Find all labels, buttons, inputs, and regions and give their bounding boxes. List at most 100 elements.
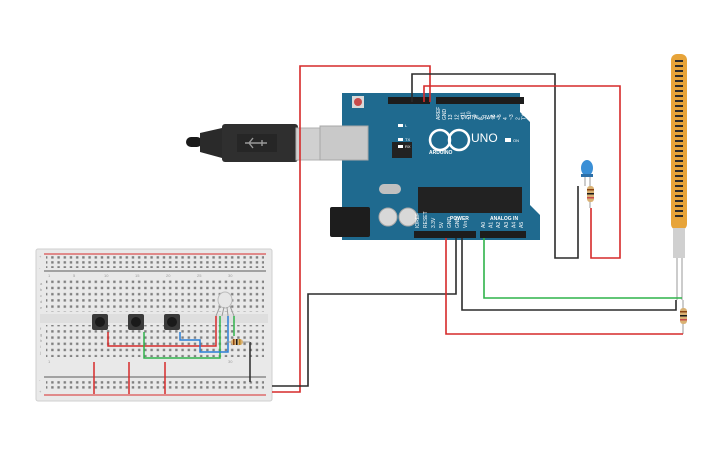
rail-plus-label-bottom: + bbox=[39, 389, 42, 394]
row-letter-a: a bbox=[40, 281, 43, 286]
power-header bbox=[414, 231, 476, 238]
digital-pin-label-13: 2 bbox=[515, 117, 521, 120]
rail-minus-label-bottom: - bbox=[39, 377, 41, 382]
column-number-5: 5 bbox=[73, 273, 76, 278]
power-pin-label-6: Vin bbox=[463, 221, 469, 228]
column-number-1: 1 bbox=[48, 273, 51, 278]
analog-pin-label-3: A3 bbox=[504, 222, 510, 228]
capacitor-1 bbox=[378, 207, 398, 227]
arduino-uno-board[interactable]: ARDUINO UNO DIGITAL (PWM~) POWER ANALOG … bbox=[319, 93, 540, 240]
row-letter-i: i bbox=[40, 344, 41, 349]
top-power-rail bbox=[46, 256, 264, 268]
rx-label: RX bbox=[405, 144, 411, 149]
blue-led[interactable] bbox=[581, 160, 593, 186]
capacitor-2 bbox=[398, 207, 418, 227]
digital-pin-label-4: ~11 bbox=[460, 112, 466, 120]
center-channel bbox=[40, 314, 268, 323]
digital-header-right bbox=[436, 97, 524, 104]
wire-green-a0-flex[interactable] bbox=[483, 238, 682, 299]
main-wires bbox=[272, 65, 683, 393]
row-letter-f: f bbox=[40, 326, 42, 331]
power-pin-label-0: IOREF bbox=[415, 213, 421, 228]
digital-pin-label-11: 4 bbox=[503, 117, 509, 120]
breadboard: + - - + 1 5 10 15 20 25 30 1 30 a b c d … bbox=[35, 248, 273, 402]
row-letter-b: b bbox=[40, 287, 43, 292]
flex-resistor[interactable] bbox=[680, 300, 687, 334]
on-led bbox=[505, 138, 511, 142]
digital-pin-label-5: ~10 bbox=[467, 111, 473, 120]
atmega-chip bbox=[418, 187, 522, 213]
digital-header-left bbox=[388, 97, 430, 104]
breadboard-resistor[interactable] bbox=[226, 339, 250, 345]
row-letter-g: g bbox=[40, 332, 42, 337]
digital-pin-label-15: RX←0 bbox=[528, 105, 534, 120]
analog-pin-label-2: A2 bbox=[496, 222, 502, 228]
analog-pin-label-5: A5 bbox=[519, 222, 525, 228]
reset-button[interactable] bbox=[354, 98, 362, 106]
column-number-10: 10 bbox=[104, 273, 109, 278]
column-number-30-bottom: 30 bbox=[228, 359, 233, 364]
digital-pin-label-2: 13 bbox=[448, 114, 454, 120]
power-pin-label-3: 5V bbox=[439, 221, 445, 228]
wire-black-gnd-breadboard[interactable] bbox=[272, 238, 457, 387]
digital-pin-label-9: ~6 bbox=[491, 114, 497, 120]
rgb-led[interactable] bbox=[215, 291, 235, 317]
power-header-label: POWER bbox=[450, 216, 469, 222]
usb-cable[interactable] bbox=[186, 124, 323, 162]
digital-pin-label-1: GND bbox=[442, 109, 448, 121]
row-letter-h: h bbox=[40, 338, 42, 343]
column-number-30: 30 bbox=[228, 273, 233, 278]
usb-cable-end bbox=[186, 137, 202, 147]
column-number-1-bottom: 1 bbox=[48, 359, 51, 364]
wire-red-5v-breadboard[interactable] bbox=[272, 65, 431, 393]
column-number-15: 15 bbox=[135, 273, 140, 278]
power-jack bbox=[330, 207, 370, 237]
board-name: UNO bbox=[471, 131, 498, 145]
wire-red-button1[interactable] bbox=[107, 316, 217, 347]
analog-pin-label-1: A1 bbox=[489, 222, 495, 228]
digital-pin-label-10: ~5 bbox=[497, 114, 503, 120]
column-number-20: 20 bbox=[166, 273, 171, 278]
usb-port bbox=[319, 125, 369, 161]
bottom-power-rail bbox=[46, 379, 264, 391]
digital-header-label: DIGITAL (PWM~) bbox=[461, 115, 500, 121]
breadboard-wires bbox=[93, 316, 251, 394]
analog-pin-label-0: A0 bbox=[481, 222, 487, 228]
digital-pin-label-8: 7 bbox=[485, 117, 491, 120]
wire-red-5v-flex[interactable] bbox=[445, 238, 683, 335]
l-led bbox=[398, 124, 403, 127]
power-pin-label-1: RESET bbox=[423, 211, 429, 228]
digital-pin-label-6: ~9 bbox=[473, 114, 479, 120]
row-letter-e: e bbox=[40, 305, 43, 310]
led-resistor[interactable] bbox=[587, 180, 594, 208]
digital-pin-label-3: 12 bbox=[454, 114, 460, 120]
wire-black-gnd-led[interactable] bbox=[411, 73, 579, 259]
l-label: L bbox=[405, 123, 408, 128]
wire-black-gnd-flex[interactable] bbox=[461, 238, 677, 311]
wire-green-button2[interactable] bbox=[143, 316, 221, 359]
usb-symbol-icon bbox=[245, 137, 267, 149]
row-letter-c: c bbox=[40, 293, 42, 298]
power-pin-label-4: GND bbox=[447, 217, 453, 229]
analog-pin-label-4: A4 bbox=[511, 222, 517, 228]
tx-led bbox=[398, 138, 403, 141]
digital-pin-label-7: 8 bbox=[479, 117, 485, 120]
arduino-brand: ARDUINO bbox=[429, 150, 452, 156]
wire-blue-button3[interactable] bbox=[179, 316, 229, 353]
row-letter-d: d bbox=[40, 299, 42, 304]
rail-plus-label-top: + bbox=[39, 254, 42, 259]
pushbutton-3[interactable] bbox=[164, 314, 180, 330]
pushbutton-2[interactable] bbox=[128, 314, 144, 330]
digital-pin-label-14: TX→1 bbox=[521, 106, 527, 120]
on-label: ON bbox=[513, 138, 519, 143]
digital-pin-label-0: AREF bbox=[436, 107, 442, 120]
pushbutton-1[interactable] bbox=[92, 314, 108, 330]
wire-red-pin-led[interactable] bbox=[423, 85, 621, 259]
power-pin-label-2: 3.3V bbox=[431, 217, 437, 228]
power-pin-label-5: GND bbox=[455, 217, 461, 229]
flex-sensor[interactable] bbox=[671, 54, 687, 300]
column-number-25: 25 bbox=[197, 273, 202, 278]
